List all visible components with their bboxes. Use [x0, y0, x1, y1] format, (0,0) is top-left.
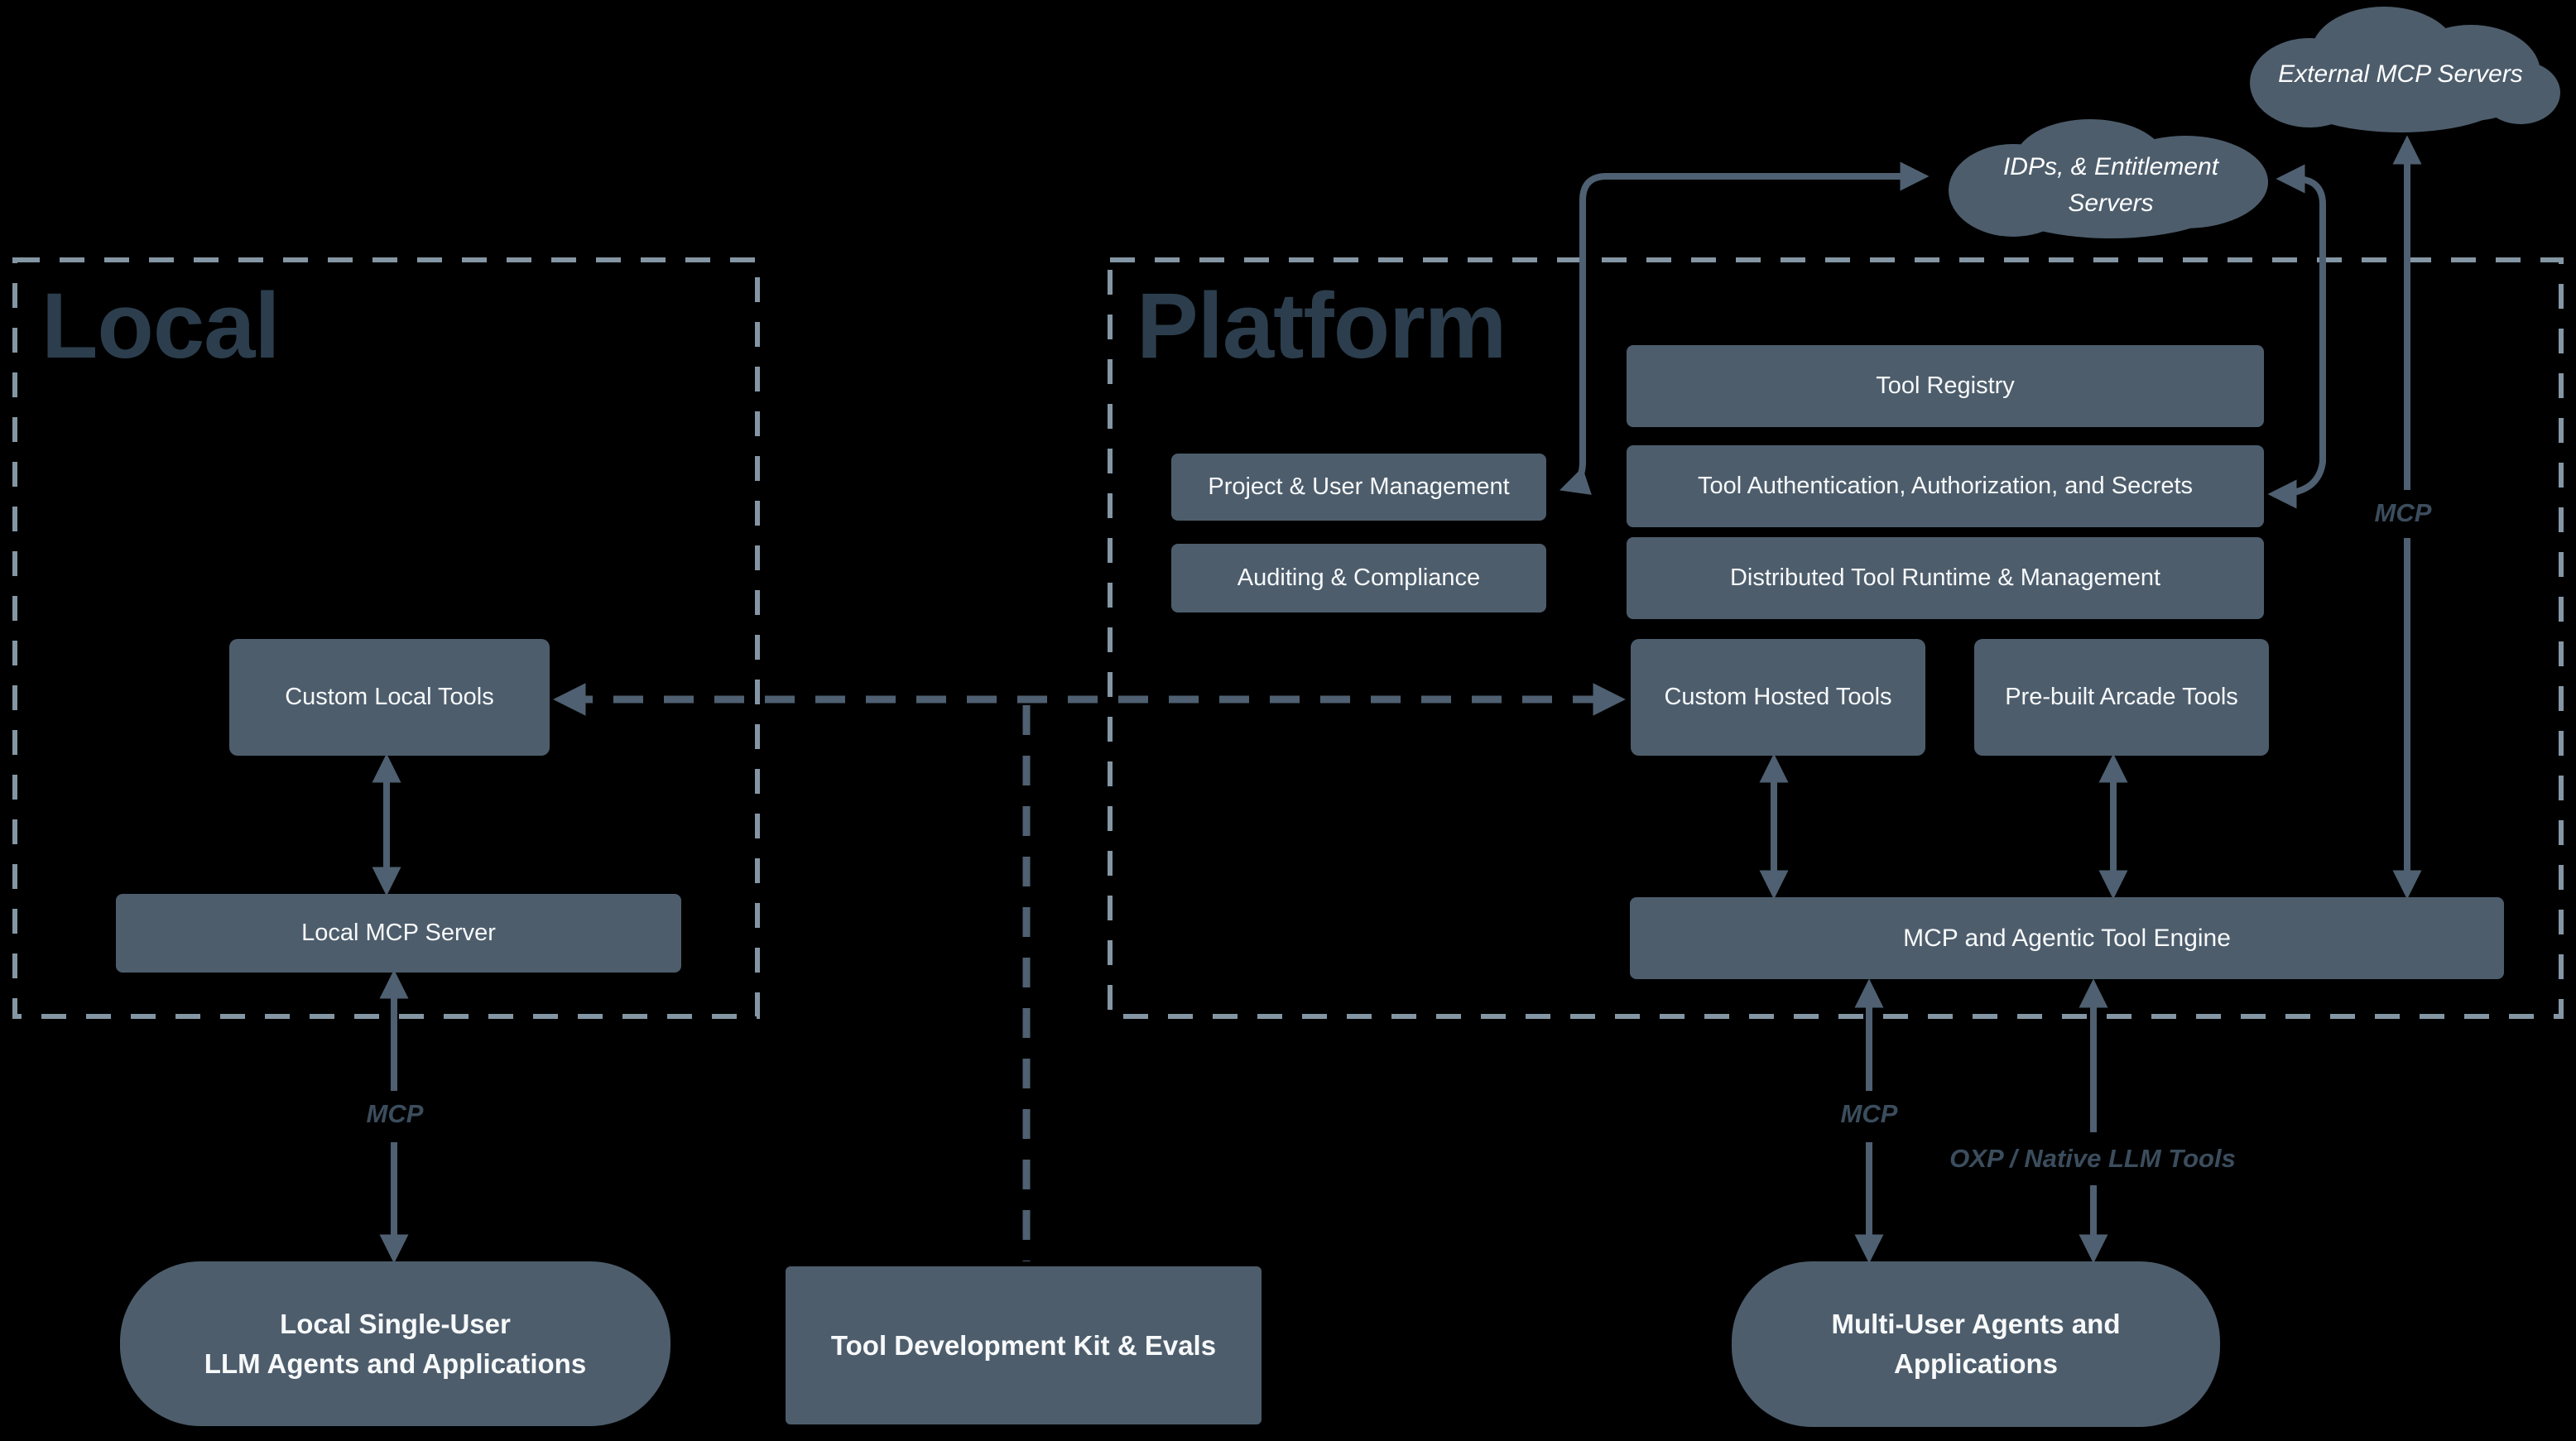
- external-mcp-cloud-label: External MCP Servers: [2278, 60, 2523, 88]
- node-prebuilt-arcade-tools: Pre-built Arcade Tools: [1974, 639, 2269, 756]
- local-section-title: Local: [41, 274, 281, 377]
- idps-cloud-label-line1: IDPs, & Entitlement: [2002, 153, 2219, 180]
- node-local-single-user-agents: Local Single-User LLM Agents and Applica…: [120, 1261, 670, 1426]
- node-mcp-agentic-tool-engine: MCP and Agentic Tool Engine: [1630, 897, 2504, 979]
- node-custom-local-tools: Custom Local Tools: [229, 639, 550, 756]
- node-tool-development-kit: Tool Development Kit & Evals: [786, 1266, 1262, 1424]
- multi-user-label-line2: Applications: [1893, 1348, 2059, 1379]
- label-oxp-native-llm-tools: OXP / Native LLM Tools: [1949, 1144, 2236, 1173]
- label-mcp-local: MCP: [366, 1099, 424, 1128]
- node-distributed-tool-runtime: Distributed Tool Runtime & Management: [1627, 537, 2264, 619]
- label-mcp-external: MCP: [2374, 498, 2432, 527]
- node-auditing-compliance: Auditing & Compliance: [1171, 544, 1546, 612]
- node-tool-registry: Tool Registry: [1627, 345, 2264, 427]
- node-local-mcp-server: Local MCP Server: [116, 894, 681, 973]
- node-multi-user-agents: Multi-User Agents and Applications: [1732, 1261, 2220, 1427]
- idps-cloud-label: IDPs, & Entitlement Servers: [1978, 149, 2243, 221]
- local-section-border: [12, 257, 760, 1019]
- node-project-user-management: Project & User Management: [1171, 454, 1546, 521]
- label-mcp-platform: MCP: [1840, 1099, 1898, 1128]
- connector-project-mgmt-to-idps: [1559, 161, 1930, 495]
- node-tool-authentication: Tool Authentication, Authorization, and …: [1627, 445, 2264, 527]
- platform-section-title: Platform: [1137, 274, 1507, 377]
- idps-entitlement-cloud: [1949, 119, 2268, 238]
- external-mcp-servers-cloud: [2250, 7, 2560, 132]
- local-agents-label-line2: LLM Agents and Applications: [204, 1347, 587, 1379]
- local-agents-label-line1: Local Single-User: [280, 1308, 511, 1339]
- multi-user-label-line1: Multi-User Agents and: [1831, 1309, 2121, 1340]
- idps-cloud-label-line2: Servers: [2068, 189, 2154, 217]
- connector-tool-auth-to-idps: [2267, 164, 2326, 509]
- node-custom-hosted-tools: Custom Hosted Tools: [1631, 639, 1925, 756]
